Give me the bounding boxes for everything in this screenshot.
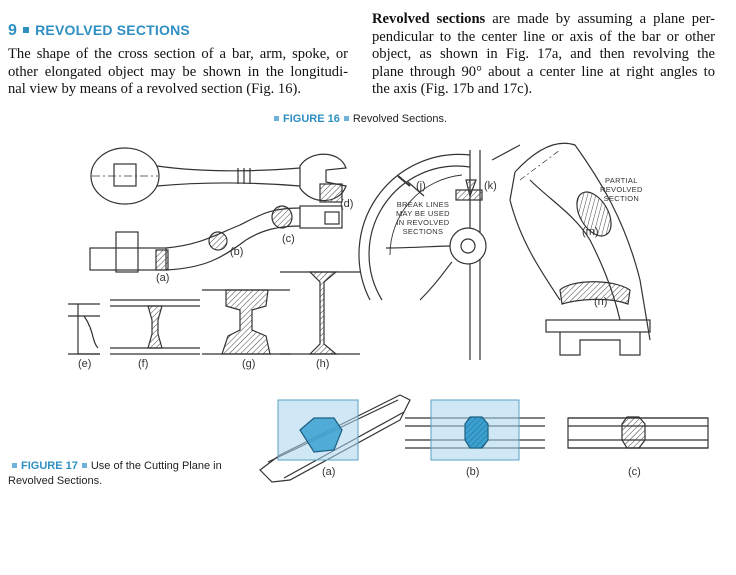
intro-line: nal view by means of a revolved section … xyxy=(8,81,302,98)
fig17-label-b: (b) xyxy=(466,466,480,478)
revolved-line: pendicular to the center line or axis of… xyxy=(372,28,715,45)
bullet-square-icon xyxy=(81,463,87,469)
label-f: (f) xyxy=(138,358,149,370)
note-line: IN REVOLVED xyxy=(396,218,450,227)
revolved-paragraph: Revolved sections are made by assuming a… xyxy=(372,11,715,99)
beam-g-drawing xyxy=(202,289,290,355)
figure17-caption-line1: Use of the Cutting Plane in xyxy=(90,460,222,472)
figure16-label: FIGURE 16 xyxy=(283,113,340,125)
figure17-caption: FIGURE 17 Use of the Cutting Plane in Rev… xyxy=(8,459,222,489)
partial-section-note: PARTIAL REVOLVED SECTION xyxy=(600,176,643,203)
fig17-label-c: (c) xyxy=(628,466,641,478)
intro-paragraph: The shape of the cross section of a bar,… xyxy=(8,46,348,99)
profile-e-drawing xyxy=(68,303,100,355)
figure17-caption-line2: Revolved Sections. xyxy=(8,475,103,487)
label-c: (c) xyxy=(282,233,295,245)
label-a: (a) xyxy=(156,272,170,284)
label-d: (d) xyxy=(340,198,354,210)
label-m: (m) xyxy=(582,226,599,238)
revolved-lead: Revolved sections xyxy=(372,11,486,27)
curved-bracket-drawing xyxy=(509,142,651,356)
wrench-drawing xyxy=(90,147,347,205)
revolved-line: object, as shown in Fig. 17a, and then r… xyxy=(372,46,715,63)
beam-f-drawing xyxy=(110,299,200,355)
label-g: (g) xyxy=(242,358,256,370)
bullet-square-icon xyxy=(12,463,17,469)
label-e: (e) xyxy=(78,358,92,370)
intro-line: other elongated object may be shown in t… xyxy=(8,63,348,80)
intro-line: The shape of the cross section of a bar,… xyxy=(8,46,348,62)
pulley-drawing xyxy=(358,144,521,360)
figure17-label: FIGURE 17 xyxy=(21,460,78,472)
note-line: BREAK LINES xyxy=(396,200,450,209)
note-line: SECTIONS xyxy=(402,227,444,236)
note-line: REVOLVED xyxy=(600,185,643,194)
label-n: (n) xyxy=(594,296,608,308)
section-heading: 9 REVOLVED SECTIONS xyxy=(8,22,190,40)
figure16-caption-text: Revolved Sections. xyxy=(352,113,448,125)
section-number: 9 xyxy=(8,22,18,39)
label-h: (h) xyxy=(316,358,330,370)
label-k: (k) xyxy=(484,180,497,192)
fig17-label-a: (a) xyxy=(322,466,336,478)
revolved-line: Revolved sections are made by assuming a… xyxy=(372,11,715,29)
arm-drawing xyxy=(89,205,343,273)
label-j: (j) xyxy=(416,180,426,192)
break-lines-note: BREAK LINES MAY BE USED IN REVOLVED SECT… xyxy=(396,200,450,236)
label-b: (b) xyxy=(230,246,244,258)
bullet-square-icon xyxy=(274,116,279,122)
beam-h-drawing xyxy=(280,271,360,355)
revolved-line: the axis (Fig. 17b and 17c). xyxy=(372,81,533,98)
bullet-square-icon xyxy=(23,27,30,34)
fig17-c-drawing xyxy=(567,416,709,449)
revolved-line: plane through 90° about a center line at… xyxy=(372,63,715,80)
section-title: REVOLVED SECTIONS xyxy=(35,22,190,38)
note-line: MAY BE USED xyxy=(396,209,450,218)
note-line: PARTIAL xyxy=(605,176,638,185)
bullet-square-icon xyxy=(343,116,349,122)
note-line: SECTION xyxy=(603,194,640,203)
revolved-first-rest: are made by assuming a plane per- xyxy=(485,11,715,27)
figure16-caption: FIGURE 16 Revolved Sections. xyxy=(270,113,447,125)
